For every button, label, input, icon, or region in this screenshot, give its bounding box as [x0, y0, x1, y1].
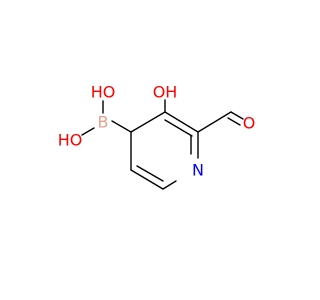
- bond-c3-c4: [130, 111, 166, 133]
- bond-c3-c2: [164, 111, 199, 133]
- bond-c5-c6-inner: [136, 165, 164, 182]
- bond-c2-cho: [197, 111, 232, 133]
- ring-nitrogen-label: N: [192, 161, 204, 180]
- hydroxyl-top-label: HO: [91, 83, 116, 102]
- molecule-structure-diagram: HO B HO OH O N: [58, 83, 256, 190]
- bond-b-oh-left: [81, 127, 95, 136]
- carbonyl-oxygen-label: O: [243, 114, 256, 133]
- pyridine-ring: [130, 111, 199, 190]
- bond-c3-c2-inner: [164, 119, 193, 137]
- bond-c6-n: [162, 180, 177, 190]
- bond-co-double-1: [230, 111, 244, 120]
- bond-c5-c6: [130, 169, 164, 190]
- bond-c4-b: [111, 120, 132, 133]
- substituent-bonds: [81, 99, 244, 136]
- hydroxyl-left-label: HO: [58, 131, 83, 150]
- boron-label: B: [98, 113, 109, 132]
- ring-hydroxyl-label: OH: [153, 83, 178, 102]
- bond-co-double-2: [227, 117, 241, 126]
